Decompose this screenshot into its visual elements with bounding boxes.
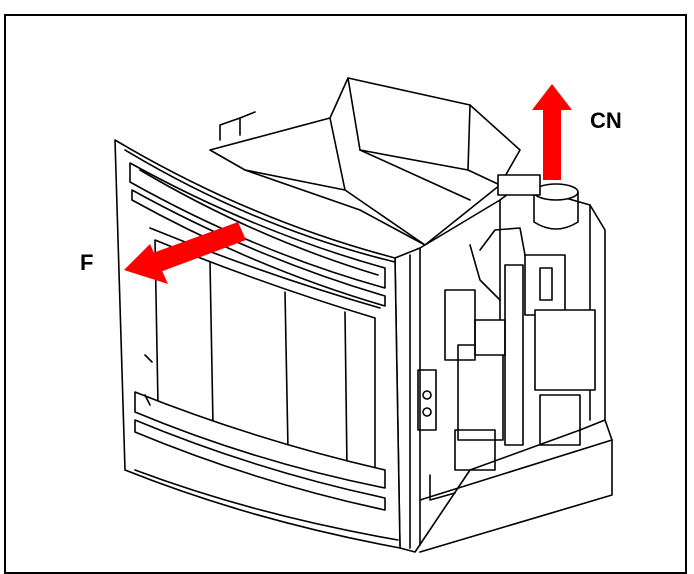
- chimney-connection-label: CN: [590, 108, 622, 133]
- front-label: F: [80, 250, 94, 275]
- arrow-up-icon: [532, 84, 572, 180]
- flue-collar: [497, 174, 579, 230]
- arrow-down-left-icon: [124, 222, 246, 284]
- internal-components: [417, 227, 596, 471]
- top-hopper: [209, 77, 521, 246]
